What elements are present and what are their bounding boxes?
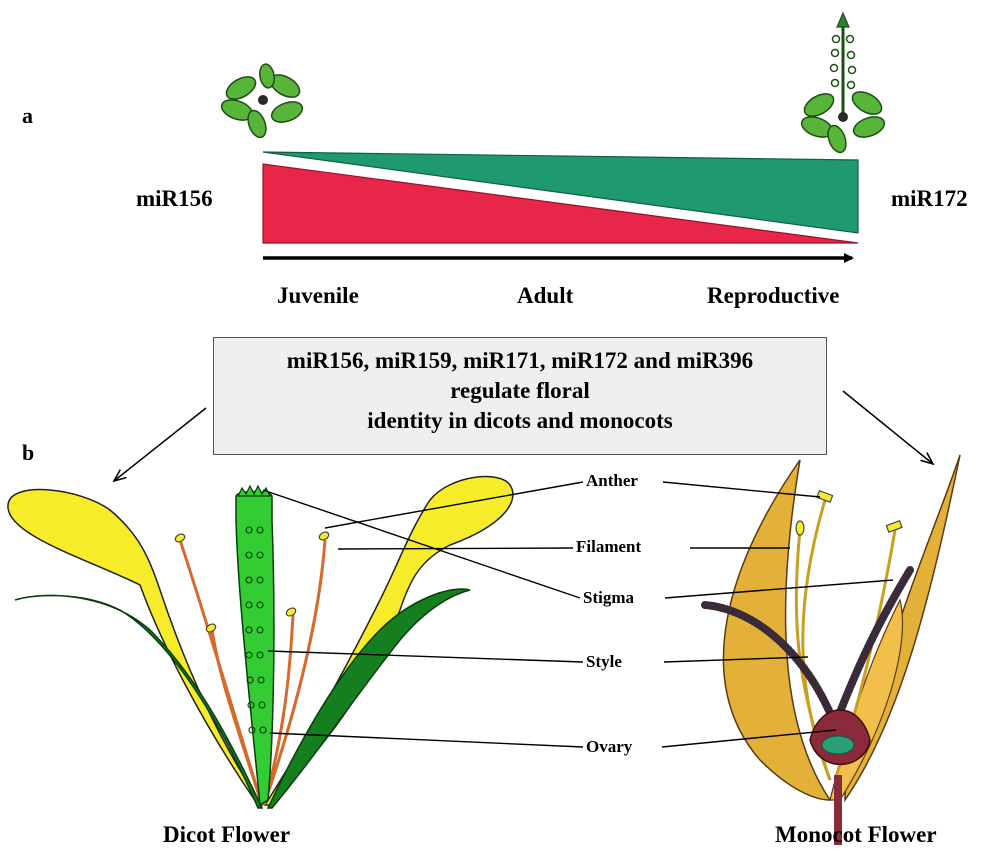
box-line-2: regulate floral bbox=[214, 376, 826, 406]
box-line-1: miR156, miR159, miR171, miR172 and miR39… bbox=[214, 346, 826, 376]
panel-a-letter: a bbox=[22, 103, 33, 129]
dicot-flower-drawing bbox=[8, 477, 513, 808]
stage-reproductive: Reproductive bbox=[707, 283, 839, 309]
box-line-3: identity in dicots and monocots bbox=[214, 406, 826, 436]
label-style: Style bbox=[583, 652, 625, 672]
arrow-to-dicot bbox=[114, 408, 206, 481]
label-anther: Anther bbox=[583, 471, 641, 491]
mir172-label: miR172 bbox=[891, 186, 968, 212]
label-ovary: Ovary bbox=[583, 737, 635, 757]
monocot-caption: Monocot Flower bbox=[775, 822, 937, 848]
juvenile-plant-icon bbox=[219, 63, 305, 140]
dicot-caption: Dicot Flower bbox=[163, 822, 290, 848]
arrow-to-monocot bbox=[843, 391, 933, 464]
reproductive-plant-icon bbox=[799, 13, 887, 155]
panel-b-letter: b bbox=[22, 440, 34, 466]
stage-adult: Adult bbox=[517, 283, 573, 309]
stage-juvenile: Juvenile bbox=[277, 283, 359, 309]
monocot-flower-drawing bbox=[705, 455, 960, 845]
label-filament: Filament bbox=[573, 537, 644, 557]
mirna-regulation-box: miR156, miR159, miR171, miR172 and miR39… bbox=[213, 337, 827, 455]
mir156-label: miR156 bbox=[136, 186, 213, 212]
label-stigma: Stigma bbox=[580, 588, 637, 608]
